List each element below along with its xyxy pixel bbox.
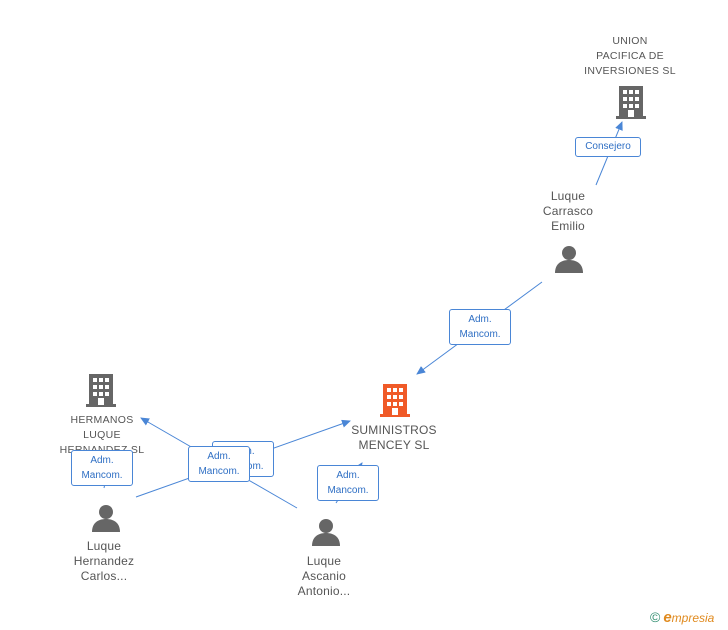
edge-label-adm-hernandez[interactable]: Adm. Mancom. (71, 450, 133, 486)
union-building-icon (616, 86, 646, 119)
edge-label-adm-center[interactable]: Adm. Mancom. (188, 446, 250, 482)
suministros-label[interactable]: SUMINISTROS MENCEY SL (351, 423, 437, 452)
hermanos-building-icon (86, 374, 116, 407)
luque-ascanio-label[interactable]: Luque Ascanio Antonio... (297, 554, 351, 598)
copyright-symbol: © (650, 609, 661, 625)
suministros-building-icon (380, 384, 410, 417)
hermanos-label[interactable]: HERMANOS LUQUE HERNANDEZ SL (60, 414, 145, 455)
luque-carrasco-label[interactable]: Luque Carrasco Emilio (542, 189, 594, 233)
luque-hernandez-label[interactable]: Luque Hernandez Carlos... (73, 539, 135, 583)
edge-label-adm-ascanio[interactable]: Adm. Mancom. (317, 465, 379, 501)
brand-initial: e (663, 609, 672, 626)
brand-name: mpresia (671, 611, 715, 625)
luque-carrasco-person-icon (555, 246, 583, 273)
empresia-logo[interactable]: ©empresia (650, 609, 714, 626)
edge-label-adm-carrasco[interactable]: Adm. Mancom. (449, 309, 511, 345)
luque-hernandez-person-icon (92, 505, 120, 532)
luque-ascanio-person-icon (312, 519, 340, 546)
edge-label-consejero[interactable]: Consejero (575, 137, 641, 157)
union-label[interactable]: UNION PACIFICA DE INVERSIONES SL (584, 35, 676, 77)
